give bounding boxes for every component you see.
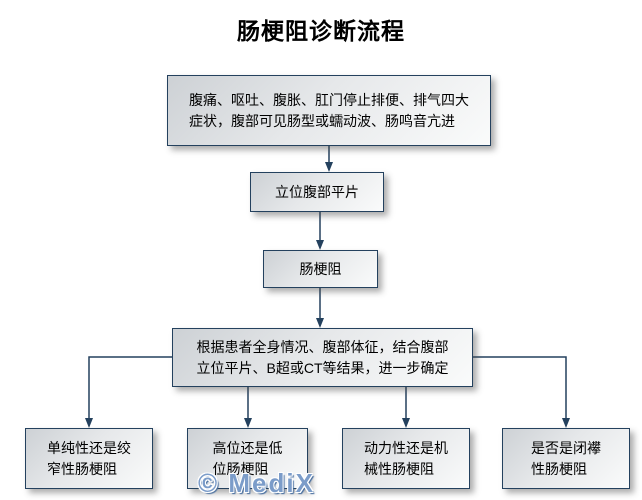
node-obstruction-label: 肠梗阻 [299, 260, 342, 277]
medix-watermark: © MediX [198, 468, 315, 498]
node-further-confirm: 根据患者全身情况、腹部体征，结合腹部 立位平片、B超或CT等结果，进一步确定 [172, 328, 473, 387]
node-further-confirm-line1: 根据患者全身情况、腹部体征，结合腹部 [196, 338, 449, 355]
node-symptoms: 腹痛、呕吐、腹胀、肛门停止排便、排气四大 症状，腹部可见肠型或蠕动波、肠鸣音亢进 [167, 75, 491, 146]
arrow-further-to-highlow [244, 387, 252, 428]
node-high-vs-low: 高位还是低 位肠梗阻 [187, 428, 308, 489]
node-closed-line1: 是否是闭襻 [531, 439, 601, 456]
page-title: 肠梗阻诊断流程 [237, 18, 405, 44]
node-symptoms-line1: 腹痛、呕吐、腹胀、肛门停止排便、排气四大 [189, 91, 469, 108]
node-upright-film: 立位腹部平片 [250, 172, 384, 212]
node-closed-loop: 是否是闭襻 性肠梗阻 [502, 428, 630, 489]
node-symptoms-line2: 症状，腹部可见肠型或蠕动波、肠鸣音亢进 [189, 112, 455, 129]
arrow-further-to-dynamic [402, 387, 410, 428]
node-highlow-line1: 高位还是低 [212, 439, 283, 456]
node-simple-line1: 单纯性还是绞 [47, 439, 131, 456]
node-dynamic-line2: 械性肠梗阻 [364, 460, 434, 477]
arrow-film-to-obstruction [316, 212, 324, 250]
node-simple-line2: 窄性肠梗阻 [47, 460, 117, 477]
node-dynamic-vs-mechanical: 动力性还是机 械性肠梗阻 [342, 428, 470, 489]
node-closed-line2: 性肠梗阻 [531, 460, 587, 477]
arrow-further-to-closed [473, 356, 570, 428]
node-highlow-line2: 位肠梗阻 [212, 460, 269, 477]
arrow-obstruction-to-further [316, 288, 324, 328]
arrow-symptoms-to-film [325, 146, 333, 172]
node-simple-vs-strangulated: 单纯性还是绞 窄性肠梗阻 [25, 428, 153, 489]
node-further-confirm-line2: 立位平片、B超或CT等结果，进一步确定 [196, 359, 449, 376]
node-obstruction: 肠梗阻 [263, 250, 378, 288]
arrow-further-to-simple [85, 356, 172, 428]
node-upright-film-label: 立位腹部平片 [275, 183, 359, 200]
node-dynamic-line1: 动力性还是机 [364, 439, 448, 456]
